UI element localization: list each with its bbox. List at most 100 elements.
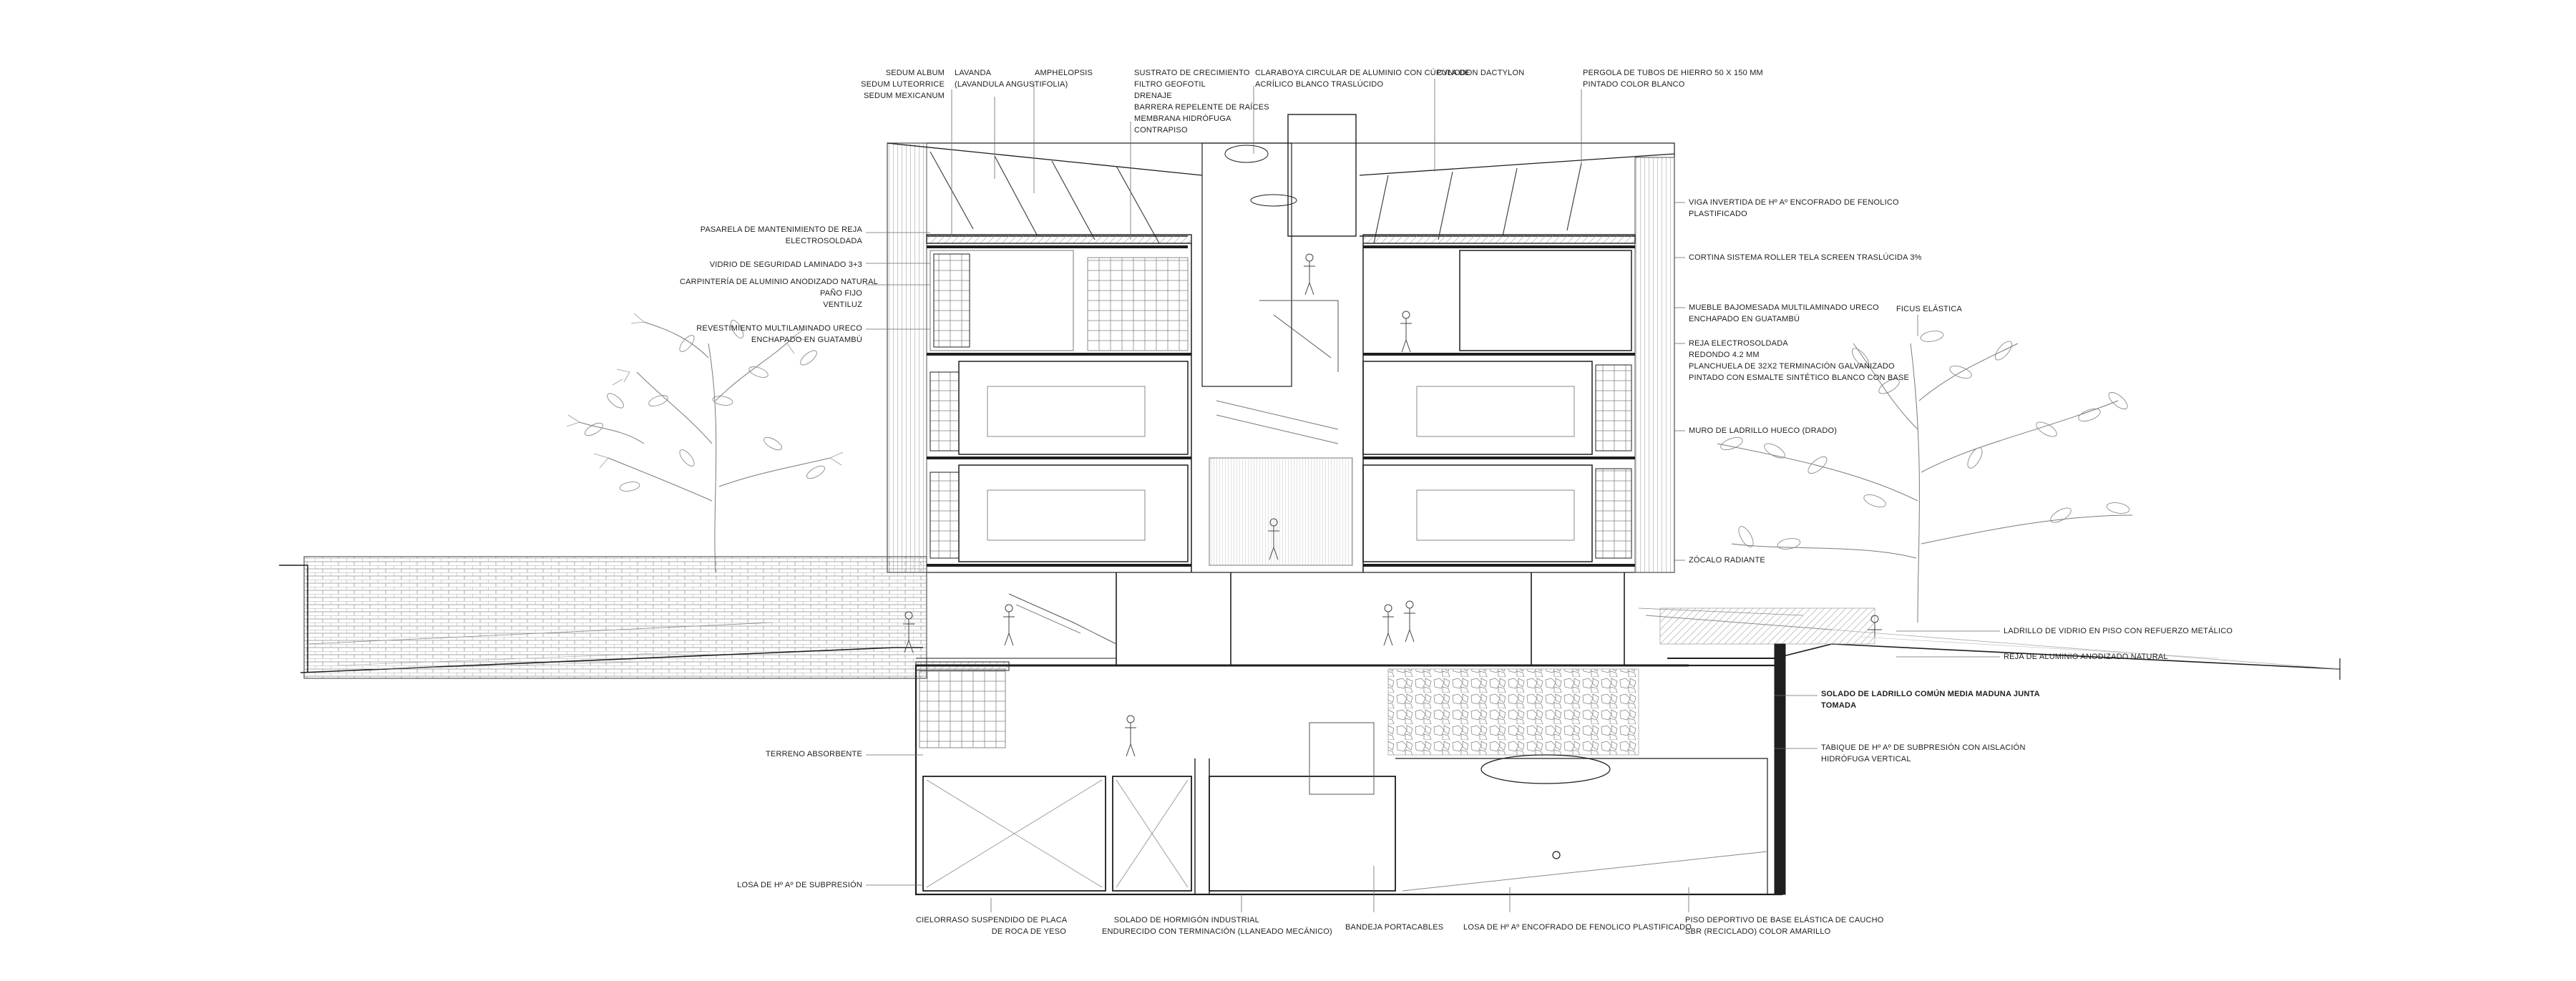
label-line: ENCHAPADO EN GUATAMBÚ bbox=[1689, 315, 1800, 323]
tree-left bbox=[566, 313, 844, 573]
label-sustrato: SUSTRATO DE CRECIMIENTO FILTRO GEOFOTIL DR… bbox=[1134, 67, 1269, 136]
label-line: BANDEJA PORTACABLES bbox=[1345, 923, 1444, 932]
person bbox=[1304, 253, 1315, 296]
label-line: CORTINA SISTEMA ROLLER TELA SCREEN TRASL… bbox=[1689, 253, 1922, 262]
label-line: SBR (RECICLADO) COLOR AMARILLO bbox=[1685, 927, 1831, 936]
label-terreno: TERRENO ABSORBENTE bbox=[716, 748, 862, 760]
leader-lines bbox=[866, 79, 2000, 912]
label-line: HIDRÓFUGA VERTICAL bbox=[1821, 755, 1911, 763]
left-facade bbox=[887, 142, 927, 573]
label-line: LADRILLO DE VIDRIO EN PISO CON REFUERZO … bbox=[2004, 627, 2233, 635]
label-line: PASARELA DE MANTENIMIENTO DE REJA bbox=[700, 225, 862, 234]
label-line: DE ROCA DE YESO bbox=[991, 927, 1066, 936]
label-muro: MURO DE LADRILLO HUECO (DRADO) bbox=[1689, 425, 1837, 436]
label-line: CYNODON DACTYLON bbox=[1437, 69, 1525, 77]
label-line: PERGOLA DE TUBOS DE HIERRO 50 X 150 MM bbox=[1583, 69, 1763, 77]
label-piso: PISO DEPORTIVO DE BASE ELÁSTICA DE CAUCH… bbox=[1685, 914, 1884, 937]
label-line: SEDUM LUTEORRICE bbox=[861, 80, 945, 89]
label-line: VENTILUZ bbox=[823, 301, 862, 309]
upper-building bbox=[887, 114, 1675, 573]
label-line: LOSA DE Hº Aº DE SUBPRESIÓN bbox=[737, 881, 862, 889]
label-line: PLANCHUELA DE 32x2 TERMINACIÓN GALVANIZA… bbox=[1689, 362, 1895, 371]
label-zocalo: ZÓCALO RADIANTE bbox=[1689, 555, 1765, 566]
label-line: BARRERA REPELENTE DE RAÍCES bbox=[1134, 103, 1269, 112]
label-line: ENCHAPADO EN GUATAMBÚ bbox=[751, 336, 862, 344]
basement bbox=[914, 664, 1783, 896]
label-claraboya: CLARABOYA CIRCULAR DE ALUMINIO CON CÚPUL… bbox=[1255, 67, 1470, 90]
label-line: LOSA DE Hº Aº ENCOFRADO DE FENOLICO PLAS… bbox=[1463, 923, 1692, 932]
label-line: SOLADO DE LADRILLO COMÚN MEDIA MADUNA JU… bbox=[1821, 690, 2040, 698]
label-line: TOMADA bbox=[1821, 701, 1857, 710]
person bbox=[1382, 604, 1394, 646]
person bbox=[1268, 518, 1279, 560]
person bbox=[1404, 600, 1415, 643]
person bbox=[1003, 604, 1015, 646]
label-line: REDONDO 4.2 MM bbox=[1689, 351, 1760, 359]
tree-right bbox=[1717, 331, 2133, 623]
label-line: VIGA INVERTIDA DE Hº Aº ENCOFRADO DE FEN… bbox=[1689, 198, 1899, 207]
label-line: CONTRAPISO bbox=[1134, 126, 1188, 135]
person bbox=[1400, 311, 1412, 353]
label-line: REJA ELECTROSOLDADA bbox=[1689, 339, 1788, 348]
label-bandeja: BANDEJA PORTACABLES bbox=[1345, 922, 1443, 933]
label-line: SEDUM ALBUM bbox=[885, 69, 945, 77]
right-facade bbox=[1634, 157, 1675, 573]
label-line: FICUS ELÁSTICA bbox=[1896, 305, 1963, 313]
label-line: SUSTRATO DE CRECIMIENTO bbox=[1134, 69, 1250, 77]
label-line: (LAVANDULA ANGUSTIFOLIA) bbox=[955, 80, 1068, 89]
label-line: REVESTIMIENTO MULTILAMINADO URECO bbox=[696, 324, 862, 333]
label-cynodon: CYNODON DACTYLON bbox=[1437, 67, 1524, 79]
label-cortina: CORTINA SISTEMA ROLLER TELA SCREEN TRASL… bbox=[1689, 252, 1922, 263]
skylight-tower bbox=[1201, 142, 1292, 387]
person bbox=[1125, 715, 1136, 757]
label-line: FILTRO GEOFOTIL bbox=[1134, 80, 1206, 89]
label-pergola: PERGOLA DE TUBOS DE HIERRO 50 X 150 MM PI… bbox=[1583, 67, 1763, 90]
label-line: REJA DE ALUMINIO ANODIZADO NATURAL bbox=[2004, 653, 2168, 661]
label-line: LAVANDA bbox=[955, 69, 992, 77]
label-line: ELECTROSOLDADA bbox=[785, 237, 862, 245]
label-line: PINTADO COLOR BLANCO bbox=[1583, 80, 1685, 89]
label-line: CIELORRASO SUSPENDIDO DE PLACA bbox=[916, 916, 1068, 924]
label-line: SOLADO DE HORMIGÓN INDUSTRIAL bbox=[1113, 916, 1259, 924]
label-pasarela: PASARELA DE MANTENIMIENTO DE REJA ELECTRO… bbox=[680, 224, 862, 247]
label-line: DRENAJE bbox=[1134, 92, 1172, 100]
label-line: CARPINTERÍA DE ALUMINIO ANODIZADO NATURA… bbox=[680, 278, 878, 286]
label-tabique: TABIQUE DE Hº Aº DE SUBPRESIÓN CON AISLA… bbox=[1821, 742, 2026, 765]
label-losa-fen: LOSA DE Hº Aº ENCOFRADO DE FENOLICO PLAS… bbox=[1463, 922, 1692, 933]
label-line: PINTADO CON ESMALTE SINTÉTICO BLANCO CON… bbox=[1689, 374, 1910, 382]
person bbox=[903, 611, 914, 653]
label-viga: VIGA INVERTIDA DE Hº Aº ENCOFRADO DE FEN… bbox=[1689, 197, 1899, 220]
label-line: PLASTIFICADO bbox=[1689, 210, 1747, 218]
label-reja-alu: REJA DE ALUMINIO ANODIZADO NATURAL bbox=[2004, 651, 2168, 663]
label-carpinteria: CARPINTERÍA DE ALUMINIO ANODIZADO NATURA… bbox=[680, 276, 878, 311]
label-line: ZÓCALO RADIANTE bbox=[1689, 556, 1765, 565]
label-line: PISO DEPORTIVO DE BASE ELÁSTICA DE CAUCH… bbox=[1685, 916, 1884, 924]
label-line: TERRENO ABSORBENTE bbox=[765, 750, 862, 758]
label-line: AMPHELOPSIS bbox=[1035, 69, 1093, 77]
person bbox=[1868, 615, 1882, 637]
label-ladrillo-vidrio: LADRILLO DE VIDRIO EN PISO CON REFUERZO … bbox=[2004, 625, 2233, 637]
label-line: CLARABOYA CIRCULAR DE ALUMINIO CON CÚPUL… bbox=[1255, 69, 1470, 77]
lower-building bbox=[914, 572, 1786, 896]
gravel-area bbox=[1387, 668, 1639, 756]
label-line: PAÑO FIJO bbox=[819, 289, 862, 298]
court-circle bbox=[1480, 754, 1611, 784]
label-ampelopsis: AMPHELOPSIS bbox=[1035, 67, 1093, 79]
label-line: MEMBRANA HIDRÓFUGA bbox=[1134, 114, 1231, 123]
people bbox=[903, 253, 1882, 757]
label-solado: SOLADO DE LADRILLO COMÚN MEDIA MADUNA JU… bbox=[1821, 688, 2040, 711]
label-vidrio: VIDRIO DE SEGURIDAD LAMINADO 3+3 bbox=[680, 259, 862, 270]
label-line: MURO DE LADRILLO HUECO (DRADO) bbox=[1689, 426, 1838, 435]
label-cielorraso: CIELORRASO SUSPENDIDO DE PLACA DE ROCA DE… bbox=[916, 914, 1068, 937]
label-solado-h: SOLADO DE HORMIGÓN INDUSTRIAL ENDURECIDO … bbox=[1102, 914, 1332, 937]
label-line: MUEBLE BAJOMESADA MULTILAMINADO URECO bbox=[1689, 303, 1879, 312]
left-brick-wall bbox=[303, 556, 927, 679]
label-lavanda: LAVANDA (LAVANDULA ANGUSTIFOLIA) bbox=[955, 67, 1068, 90]
label-reja: REJA ELECTROSOLDADA REDONDO 4.2 MM PLANCHU… bbox=[1689, 338, 1909, 384]
label-line: TABIQUE DE Hº Aº DE SUBPRESIÓN CON AISLA… bbox=[1821, 743, 2026, 752]
right-paving bbox=[1659, 607, 1875, 645]
label-line: ENDURECIDO CON TERMINACIÓN (LLANEADO MEC… bbox=[1102, 927, 1332, 936]
